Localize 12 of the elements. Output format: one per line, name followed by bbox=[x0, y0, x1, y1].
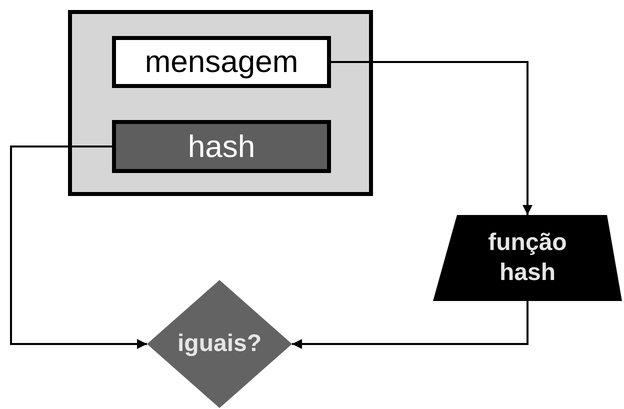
arrow bbox=[10, 146, 147, 349]
node-label: função hash bbox=[487, 228, 568, 288]
container-box bbox=[68, 10, 373, 196]
node-label: iguais? bbox=[177, 329, 262, 359]
arrow bbox=[292, 301, 528, 349]
node-label: mensagem bbox=[144, 44, 298, 80]
process-trapezoid bbox=[433, 215, 622, 301]
node-label: hash bbox=[188, 128, 256, 164]
arrow bbox=[331, 61, 532, 215]
hash-box bbox=[112, 120, 331, 173]
decision-diamond bbox=[147, 280, 292, 408]
message-box bbox=[112, 36, 331, 88]
